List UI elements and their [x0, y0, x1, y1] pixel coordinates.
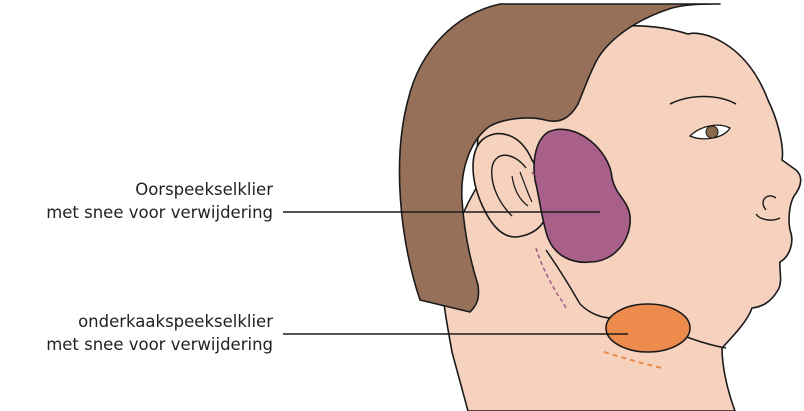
- parotid-label-line2: met snee voor verwijdering: [46, 201, 273, 224]
- submandibular-gland: [606, 304, 690, 352]
- submandibular-label-line2: met snee voor verwijdering: [46, 333, 273, 356]
- parotid-label-line1: Oorspeekselklier: [46, 178, 273, 201]
- parotid-label: Oorspeekselklier met snee voor verwijder…: [46, 178, 273, 224]
- submandibular-label-line1: onderkaakspeekselklier: [46, 310, 273, 333]
- submandibular-label: onderkaakspeekselklier met snee voor ver…: [46, 310, 273, 356]
